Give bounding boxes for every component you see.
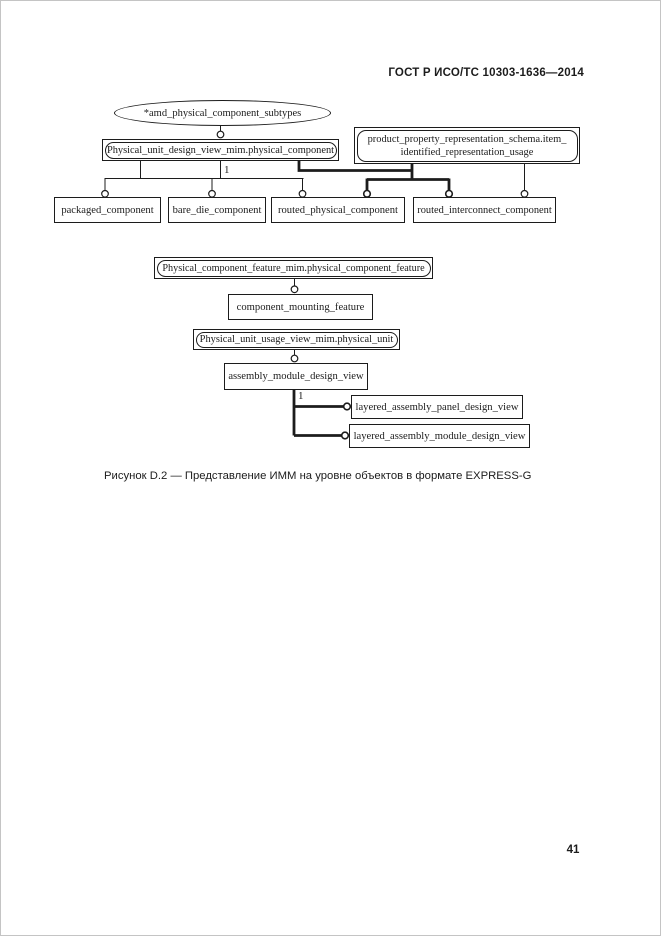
select-type-oval: *amd_physical_component_subtypes bbox=[114, 100, 331, 126]
thick-relationship-end-circles bbox=[340, 189, 454, 440]
ref-box-inner: Physical_unit_design_view_mim.physical_c… bbox=[104, 141, 337, 159]
ref-box-inner: Physical_component_feature_mim.physical_… bbox=[156, 259, 431, 277]
relationship-end-circles bbox=[101, 130, 529, 363]
entity-box-bare-die-component: bare_die_component bbox=[168, 197, 266, 223]
entity-box-packaged-component: packaged_component bbox=[54, 197, 161, 223]
thick-elbow-line bbox=[297, 158, 412, 172]
ref-label: Physical_unit_design_view_mim.physical_c… bbox=[106, 144, 335, 156]
entity-label: component_mounting_feature bbox=[236, 301, 365, 313]
entity-box-component-mounting-feature: component_mounting_feature bbox=[228, 294, 373, 320]
ref-label: Physical_component_feature_mim.physical_… bbox=[162, 262, 425, 274]
entity-box-routed-physical-component: routed_physical_component bbox=[271, 197, 405, 223]
entity-label: packaged_component bbox=[61, 204, 154, 216]
entity-label: layered_assembly_module_design_view bbox=[353, 430, 526, 442]
thin-relationship-lines bbox=[104, 124, 525, 355]
standard-reference-header: ГОСТ Р ИСО/ТС 10303-1636—2014 bbox=[388, 67, 584, 79]
ref-box-physical-component-feature: Physical_component_feature_mim.physical_… bbox=[154, 257, 433, 279]
select-type-label: *amd_physical_component_subtypes bbox=[143, 107, 302, 119]
ref-label-line2: identified_representation_usage bbox=[400, 146, 534, 158]
entity-label: routed_physical_component bbox=[277, 204, 399, 216]
ref-label: Physical_unit_usage_view_mim.physical_un… bbox=[199, 334, 394, 345]
entity-label: assembly_module_design_view bbox=[228, 371, 364, 382]
page-number: 41 bbox=[566, 844, 580, 856]
ref-box-physical-unit-usage-view: Physical_unit_usage_view_mim.physical_un… bbox=[193, 329, 400, 350]
open-circle-icon bbox=[290, 354, 299, 363]
entity-box-assembly-module-design-view: assembly_module_design_view bbox=[224, 363, 368, 390]
ref-box-inner: Physical_unit_usage_view_mim.physical_un… bbox=[195, 331, 398, 348]
open-circle-icon bbox=[216, 130, 225, 139]
entity-box-layered-assembly-panel-design-view: layered_assembly_panel_design_view bbox=[351, 395, 523, 419]
cardinality-label-top: 1 bbox=[224, 164, 230, 176]
ref-box-product-property: product_property_representation_schema.i… bbox=[354, 127, 580, 164]
figure-caption: Рисунок D.2 — Представление ИММ на уровн… bbox=[104, 470, 532, 482]
entity-label: routed_interconnect_component bbox=[417, 204, 552, 216]
open-circle-icon bbox=[290, 285, 299, 294]
open-circle-icon bbox=[340, 431, 350, 440]
ref-box-inner: product_property_representation_schema.i… bbox=[356, 129, 578, 162]
entity-box-routed-interconnect-component: routed_interconnect_component bbox=[413, 197, 556, 223]
entity-box-layered-assembly-module-design-view: layered_assembly_module_design_view bbox=[349, 424, 530, 448]
entity-label: bare_die_component bbox=[172, 204, 262, 216]
open-circle-icon bbox=[342, 402, 352, 411]
thick-relationship-lines bbox=[292, 158, 451, 437]
cardinality-label-bottom: 1 bbox=[298, 390, 304, 402]
ref-label-line1: product_property_representation_schema.i… bbox=[367, 133, 567, 145]
ref-box-physical-unit-design-view: Physical_unit_design_view_mim.physical_c… bbox=[102, 139, 339, 161]
entity-label: layered_assembly_panel_design_view bbox=[355, 401, 519, 413]
